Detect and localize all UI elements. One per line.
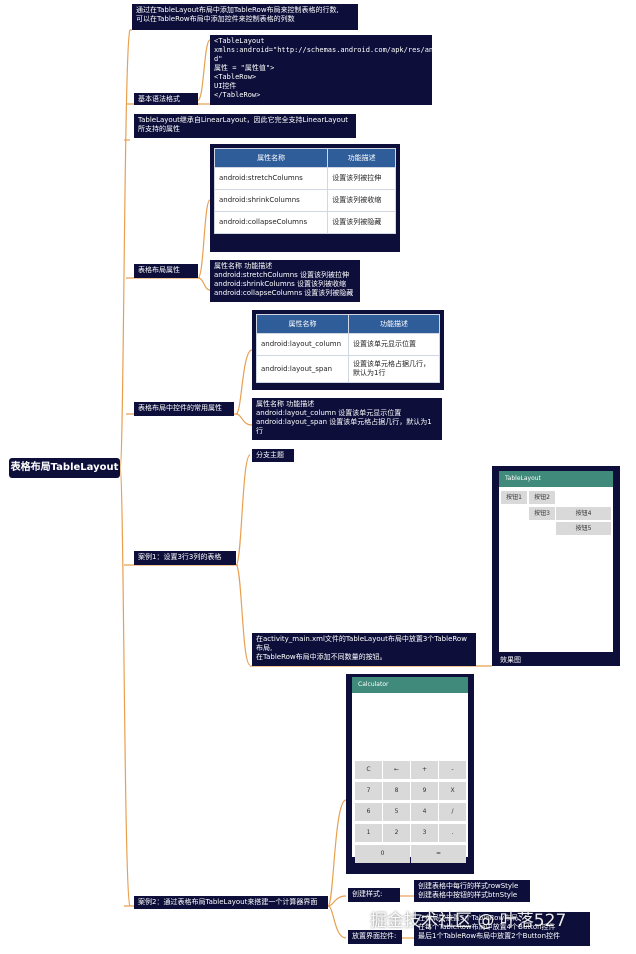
attrs-cell-name: android:shrinkColumns: [213, 189, 329, 212]
attrs-cell-desc: 设置该列被隐藏: [327, 211, 396, 234]
case1-phone-screen: TableLayout 按钮1 按钮2 按钮3 按钮4 按钮5: [499, 471, 613, 652]
calculator-key[interactable]: 8: [383, 782, 410, 800]
table-row: android:layout_span 设置该单元格占据几行，默认为1行: [256, 355, 440, 383]
calculator-key[interactable]: 2: [383, 824, 410, 842]
case1-preview-caption: 效果图: [500, 656, 521, 664]
case2-place-label-node: 放置界面控件:: [348, 930, 402, 944]
control-attrs-label-node: 表格布局中控件的常用属性: [134, 402, 234, 416]
control-attrs-col-name-header: 属性名称: [256, 314, 349, 334]
syntax-intro-node: 通过在TableLayout布局中添加TableRow布局来控制表格的行数, 可…: [132, 4, 358, 30]
syntax-label-node: 基本语法格式: [134, 93, 198, 105]
calculator-key[interactable]: .: [439, 824, 466, 842]
calculator-key[interactable]: 5: [383, 803, 410, 821]
table-row: android:layout_column 设置该单元显示位置: [256, 333, 440, 356]
attrs-table-header-row: 属性名称 功能描述: [213, 148, 396, 168]
calculator-key[interactable]: C: [355, 761, 382, 779]
control-attrs-cell-desc: 设置该单元显示位置: [348, 333, 440, 356]
calculator-key[interactable]: 7: [355, 782, 382, 800]
case1-sub-node: 分支主题: [252, 449, 294, 462]
case1-button-4[interactable]: 按钮4: [556, 507, 611, 520]
watermark: 掘金技术社区 @ 叶落527: [370, 911, 567, 931]
case1-button-5[interactable]: 按钮5: [556, 522, 611, 535]
control-attrs-summary-node: 属性名称 功能描述 android:layout_column 设置该单元显示位…: [252, 398, 442, 440]
attrs-summary-node: 属性名称 功能描述 android:stretchColumns 设置该列被拉伸…: [210, 260, 360, 302]
control-attrs-table-header-row: 属性名称 功能描述: [256, 314, 440, 334]
attrs-label-node: 表格布局属性: [134, 264, 198, 278]
attrs-intro-node: TableLayout继承自LinearLayout，因此它完全支持Linear…: [134, 114, 356, 138]
case2-app-bar: Calculator: [352, 677, 468, 693]
control-attrs-col-desc-header: 功能描述: [348, 314, 440, 334]
table-row: android:collapseColumns 设置该列被隐藏: [213, 211, 396, 234]
case2-place-text-node: 在布局中放置5个TableRow布局 在每个TableRow布局中放置4个But…: [414, 912, 590, 946]
calculator-key[interactable]: 9: [411, 782, 438, 800]
root-node: 表格布局TableLayout: [9, 458, 120, 478]
calculator-key[interactable]: +: [411, 761, 438, 779]
case1-button-3[interactable]: 按钮3: [529, 507, 555, 520]
case2-label-node: 案例2：通过表格布局TableLayout来搭建一个计算器界面: [134, 896, 328, 909]
calculator-key[interactable]: 1: [355, 824, 382, 842]
calculator-key[interactable]: 3: [411, 824, 438, 842]
attrs-cell-name: android:collapseColumns: [213, 211, 329, 234]
syntax-code-node: <TableLayout xmlns:android="http://schem…: [210, 35, 450, 105]
case2-style-text-node: 创建表格中每行的样式rowStyle 创建表格中按钮的样式btnStyle: [414, 880, 530, 902]
table-row: android:stretchColumns 设置该列被拉伸: [213, 167, 396, 190]
attrs-table: 属性名称 功能描述 android:stretchColumns 设置该列被拉伸…: [213, 148, 396, 234]
control-attrs-table: 属性名称 功能描述 android:layout_column 设置该单元显示位…: [256, 314, 440, 383]
control-attrs-cell-name: android:layout_span: [256, 355, 349, 383]
case1-label-node: 案例1：设置3行3列的表格: [134, 551, 236, 565]
attrs-col-name-header: 属性名称: [213, 148, 329, 168]
case1-app-bar: TableLayout: [499, 471, 613, 487]
calculator-key[interactable]: 4: [411, 803, 438, 821]
calculator-key[interactable]: X: [439, 782, 466, 800]
control-attrs-cell-name: android:layout_column: [256, 333, 349, 356]
case1-button-1[interactable]: 按钮1: [501, 491, 527, 504]
table-row: android:shrinkColumns 设置该列被收缩: [213, 189, 396, 212]
attrs-cell-desc: 设置该列被收缩: [327, 189, 396, 212]
calculator-key[interactable]: /: [439, 803, 466, 821]
calculator-key[interactable]: -: [439, 761, 466, 779]
attrs-col-desc-header: 功能描述: [327, 148, 396, 168]
attrs-cell-name: android:stretchColumns: [213, 167, 329, 190]
calculator-key[interactable]: =: [411, 845, 466, 863]
case1-button-2[interactable]: 按钮2: [529, 491, 555, 504]
calculator-key[interactable]: ←: [383, 761, 410, 779]
calculator-key[interactable]: 0: [355, 845, 410, 863]
attrs-cell-desc: 设置该列被拉伸: [327, 167, 396, 190]
case1-desc-node: 在activity_main.xml文件的TableLayout布局中放置3个T…: [252, 633, 476, 666]
control-attrs-cell-desc: 设置该单元格占据几行，默认为1行: [348, 355, 440, 383]
calculator-key[interactable]: 6: [355, 803, 382, 821]
case2-style-label-node: 创建样式:: [348, 888, 400, 902]
